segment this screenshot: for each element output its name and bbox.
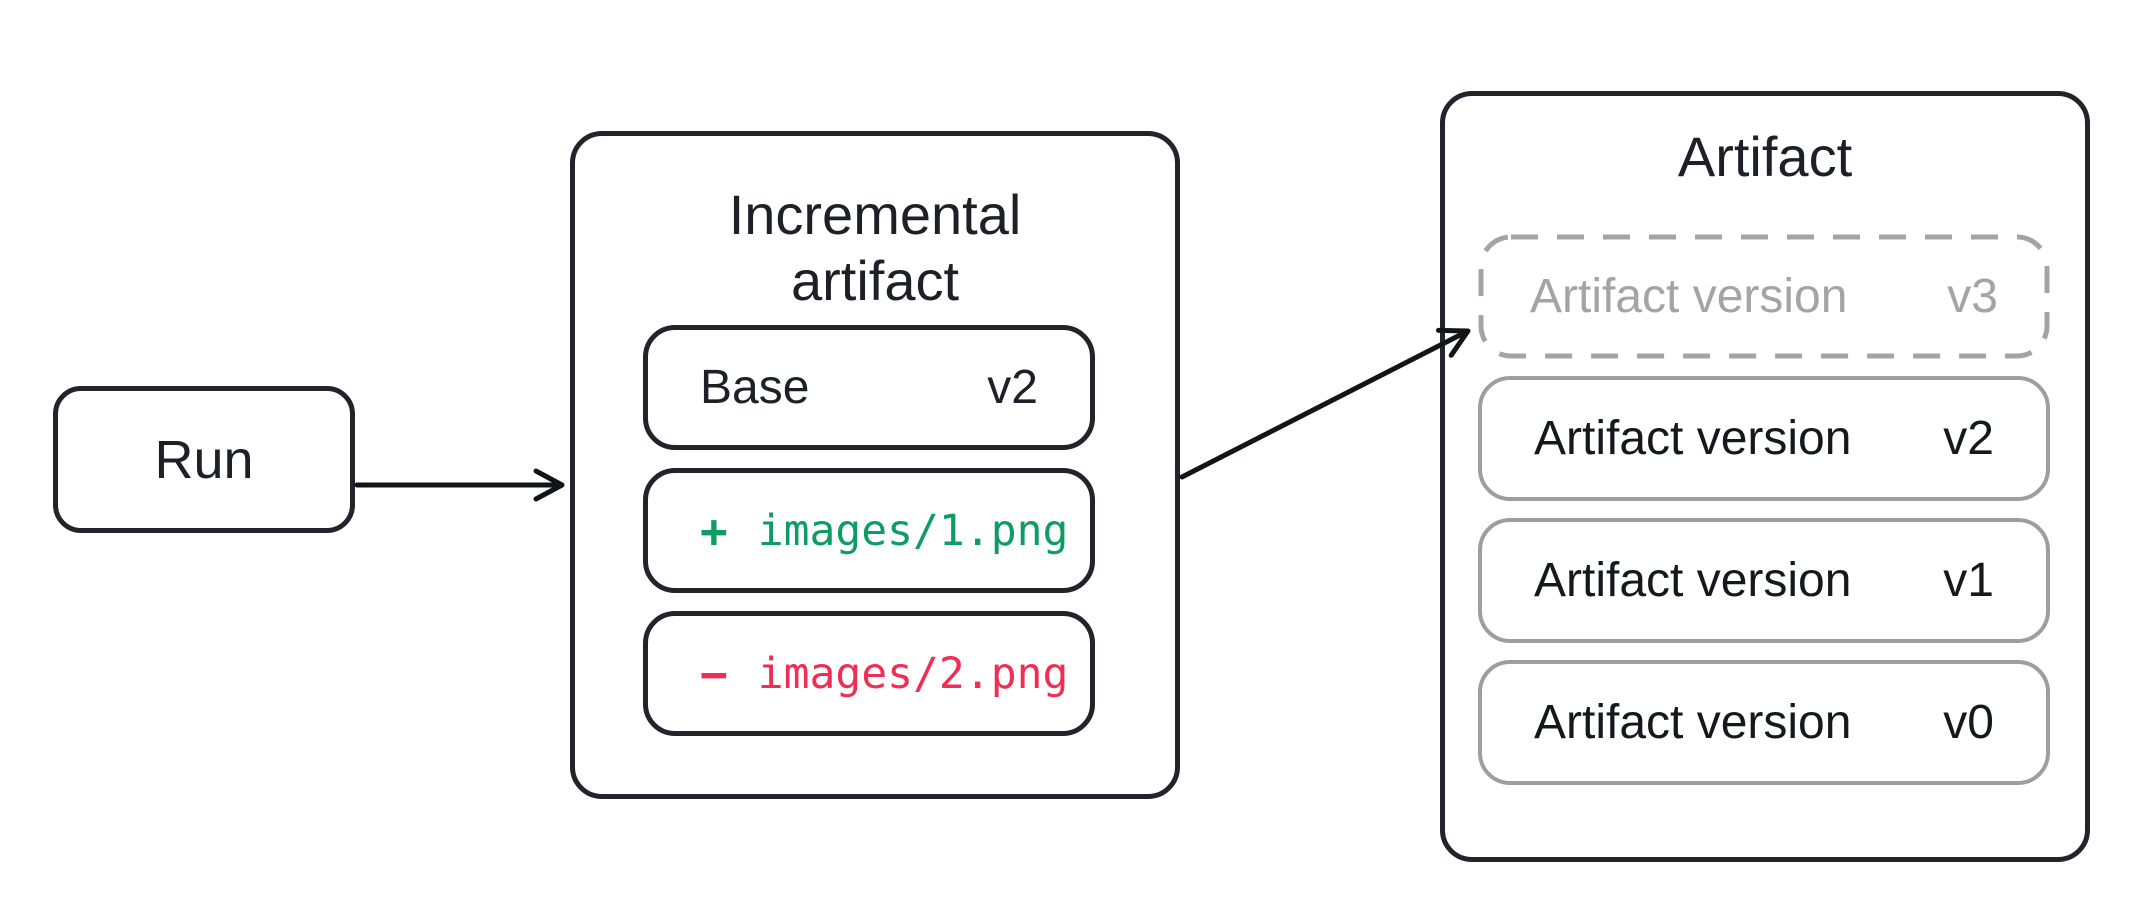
version-label: Artifact version — [1534, 554, 1852, 607]
version-tag: v2 — [1943, 412, 1994, 465]
added-file-path: images/1.png — [757, 505, 1069, 556]
removed-file-path: images/2.png — [757, 648, 1069, 699]
incremental-title-line1: Incremental — [728, 183, 1022, 246]
version-label: Artifact version — [1534, 696, 1852, 749]
pending-version-label: Artifact version — [1530, 270, 1848, 323]
base-version-row: Base v2 — [643, 325, 1095, 450]
base-label: Base — [700, 361, 810, 414]
artifact-version-row: Artifact version v1 — [1478, 518, 2050, 643]
artifact-title: Artifact — [1677, 125, 1853, 188]
version-label: Artifact version — [1534, 412, 1852, 465]
run-node: Run — [53, 386, 355, 533]
added-file-row: + images/1.png — [643, 468, 1095, 593]
artifact-version-row: Artifact version v0 — [1478, 660, 2050, 785]
incremental-title-line2: artifact — [790, 249, 960, 313]
version-tag: v1 — [1943, 554, 1994, 607]
incremental-artifact-title: Incremental artifact — [570, 182, 1180, 314]
artifact-version-v3-pending-row: Artifact version v3 — [1478, 234, 2050, 359]
incremental-to-artifact-arrow — [1179, 327, 1471, 480]
minus-icon: − — [700, 646, 728, 701]
run-label: Run — [154, 429, 254, 490]
plus-icon: + — [700, 503, 728, 558]
removed-file-row: − images/2.png — [643, 611, 1095, 736]
artifact-version-row: Artifact version v2 — [1478, 376, 2050, 501]
pending-version-tag: v3 — [1947, 270, 1998, 323]
base-version-tag: v2 — [987, 361, 1038, 414]
run-to-incremental-arrow — [354, 468, 565, 502]
version-tag: v0 — [1943, 696, 1994, 749]
